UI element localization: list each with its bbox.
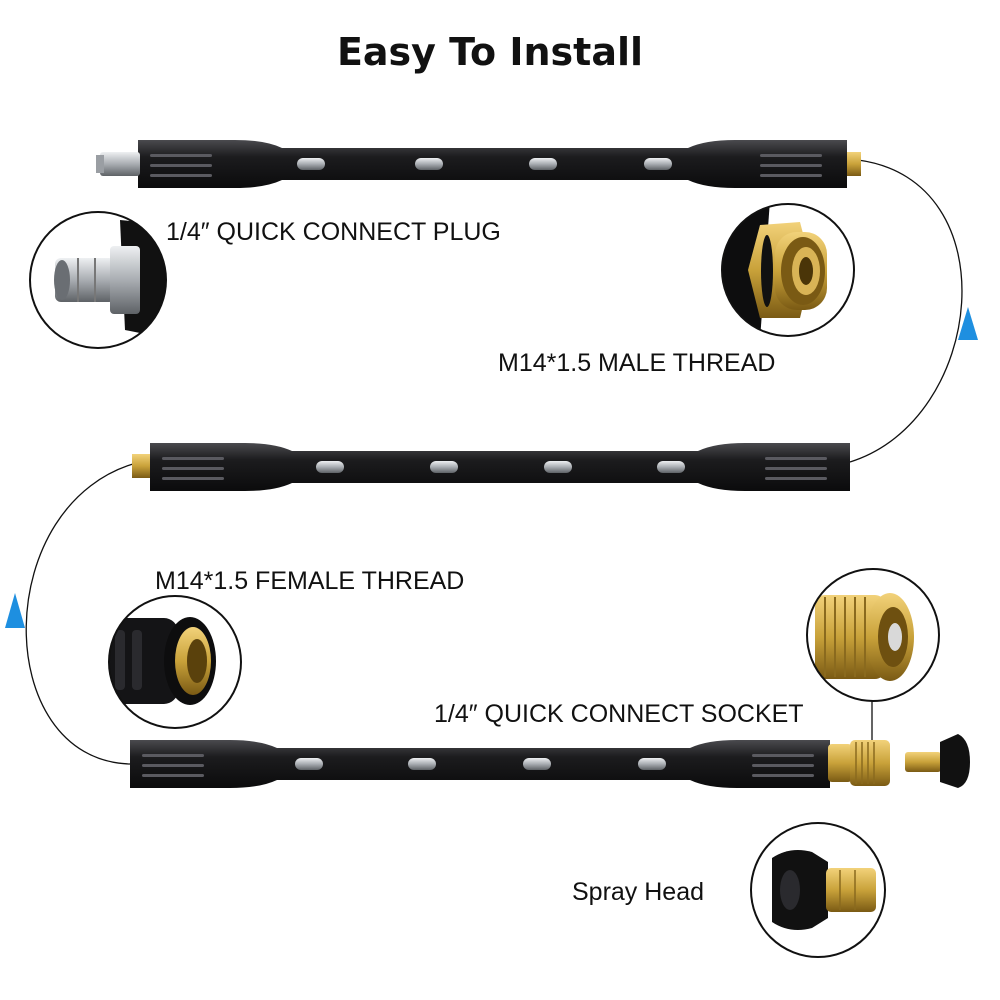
connector-curve-right [849,159,963,463]
arrow-up-icon [958,307,978,340]
spray-head [905,734,970,788]
label-quick-connect-plug: 1/4″ QUICK CONNECT PLUG [166,218,501,246]
inset-spray-head [750,822,886,958]
wand-top [96,140,861,188]
male-thread-end [847,152,861,176]
qc-plug [100,152,140,176]
connector-curve-left [25,461,141,765]
inset-female-thread [108,595,242,729]
wand-bottom [130,734,970,788]
qc-socket [828,740,890,786]
page-title: Easy To Install [336,30,644,74]
label-female-thread: M14*1.5 FEMALE THREAD [155,567,465,595]
inset-quick-connect-plug [29,211,167,349]
wand-middle [132,443,850,491]
inset-quick-connect-socket [806,568,940,702]
male-thread-end [132,454,150,478]
inset-male-thread [721,203,855,337]
label-male-thread: M14*1.5 MALE THREAD [498,349,776,377]
arrow-up-icon [5,593,25,628]
label-quick-connect-socket: 1/4″ QUICK CONNECT SOCKET [434,700,804,728]
label-spray-head: Spray Head [572,878,705,906]
